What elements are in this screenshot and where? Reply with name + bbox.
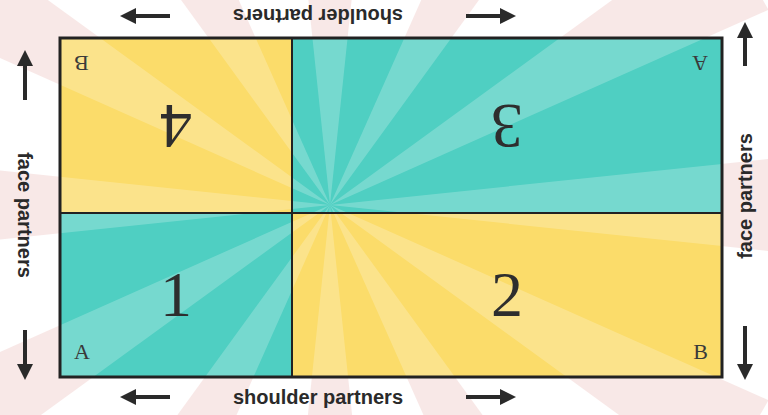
- divider-line: [60, 212, 722, 214]
- quadrant-number: 3: [491, 94, 523, 158]
- sunburst-rays: [60, 38, 722, 377]
- quadrant-number: 2: [491, 263, 523, 327]
- partner-label: shoulder partners: [233, 6, 403, 26]
- direction-arrows: [25, 16, 745, 397]
- corner-letter: A: [74, 341, 90, 363]
- corner-letter: A: [692, 52, 708, 74]
- quadrant-number: 1: [160, 263, 192, 327]
- partner-label: face partners: [15, 152, 35, 278]
- corner-letter: B: [74, 52, 89, 74]
- partner-label: shoulder partners: [233, 387, 403, 407]
- partner-label: face partners: [735, 133, 755, 259]
- quadrant-number: 4: [160, 94, 192, 158]
- outer-border: [60, 38, 722, 377]
- corner-letter: B: [693, 341, 708, 363]
- divider-line: [291, 38, 293, 377]
